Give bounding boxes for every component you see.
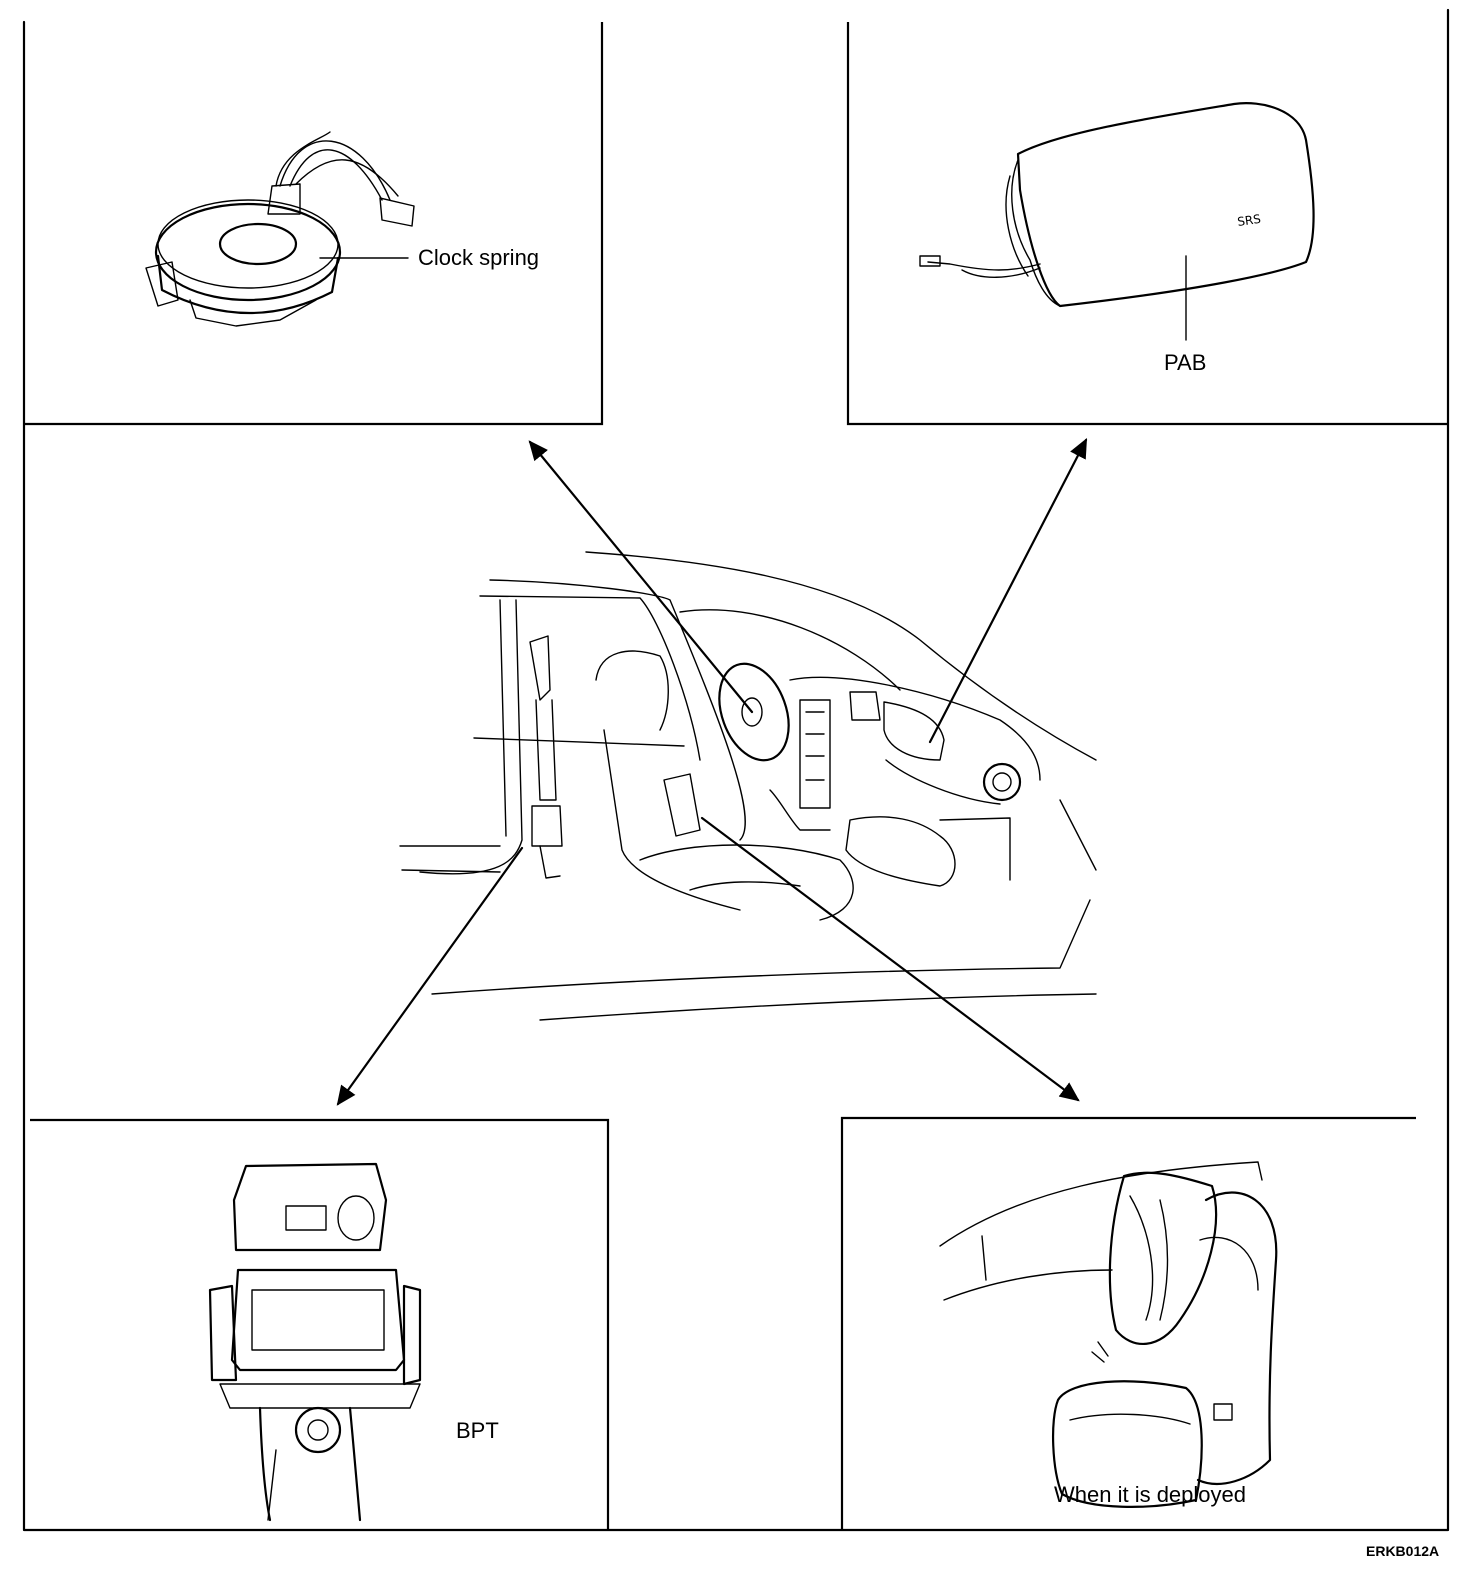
seatbelt-pretensioner-illustration xyxy=(208,1162,422,1522)
pab-label: PAB xyxy=(1164,350,1206,375)
panel-pab xyxy=(846,22,1448,426)
side-airbag-deployed-illustration xyxy=(939,1161,1278,1508)
panel-bpt xyxy=(30,1118,610,1530)
panel-clock-spring xyxy=(24,22,604,426)
deployed-label: When it is deployed xyxy=(1054,1482,1246,1507)
figure-code: ERKB012A xyxy=(1366,1543,1439,1559)
arrows xyxy=(336,438,1088,1106)
arrow-deployed xyxy=(700,816,1080,1102)
clock-spring-illustration xyxy=(145,131,415,327)
clock-spring-label: Clock spring xyxy=(418,245,539,270)
panel-deployed xyxy=(840,1116,1416,1530)
passenger-airbag-illustration: SRS xyxy=(919,102,1315,308)
arrow-clock-spring xyxy=(528,440,754,714)
outer-frame xyxy=(22,8,1450,1532)
pab-logo-mark: SRS xyxy=(1236,212,1261,229)
arrow-bpt xyxy=(336,846,524,1106)
arrow-pab xyxy=(928,438,1088,744)
vehicle-interior-illustration xyxy=(399,551,1097,1021)
bpt-label: BPT xyxy=(456,1418,499,1443)
